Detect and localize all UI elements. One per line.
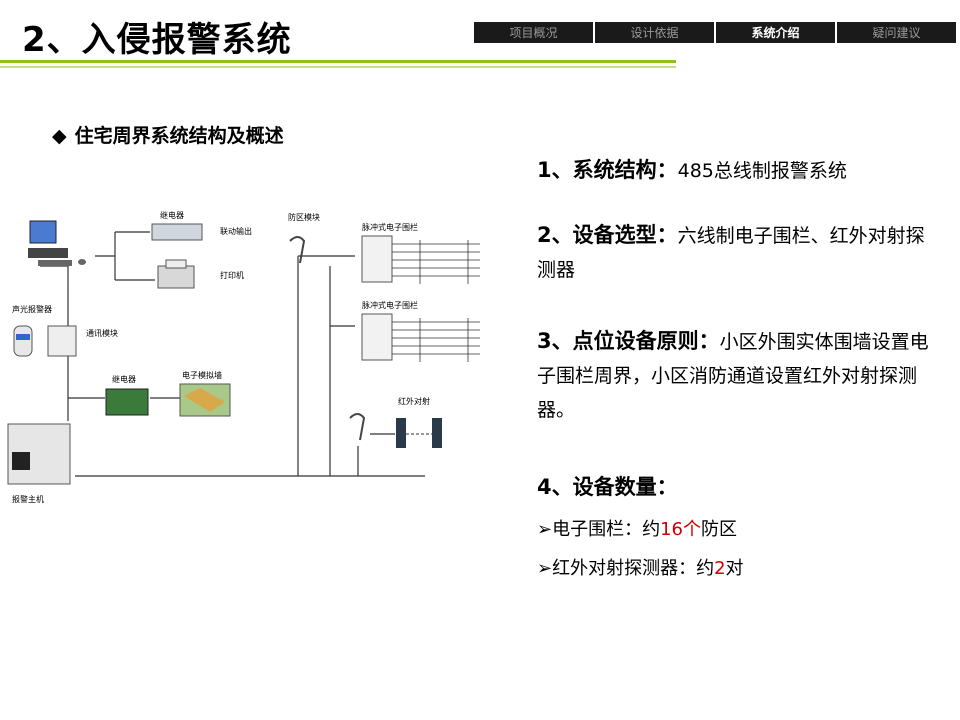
computer-icon bbox=[28, 220, 86, 266]
relay-bottom-label: 继电器 bbox=[112, 374, 136, 384]
relay-board-icon bbox=[105, 388, 149, 416]
quantity-prefix: 电子围栏：约 bbox=[552, 519, 661, 540]
zone-module-label: 防区模块 bbox=[288, 212, 320, 222]
infrared-sensor-icon bbox=[349, 413, 442, 448]
quantity-value: 16个 bbox=[660, 519, 701, 540]
section-subtitle: ◆ 住宅周界系统结构及概述 bbox=[52, 121, 284, 148]
point-text: 485总线制报警系统 bbox=[677, 160, 847, 182]
point-head: 1、系统结构： bbox=[537, 158, 678, 182]
section-subtitle-text: 住宅周界系统结构及概述 bbox=[74, 125, 284, 147]
point-placement-principle: 3、点位设备原则：小区外围实体围墙设置电子围栏周界，小区消防通道设置红外对射探测… bbox=[537, 324, 937, 427]
point-equipment-selection: 2、设备选型：六线制电子围栏、红外对射探测器 bbox=[537, 218, 937, 287]
alarm-host-label: 报警主机 bbox=[12, 494, 44, 504]
siren-icon bbox=[13, 325, 33, 357]
zone-module-icon bbox=[289, 236, 306, 264]
diamond-bullet-icon: ◆ bbox=[52, 125, 67, 147]
diagram-wires bbox=[40, 231, 425, 477]
alarm-host-icon bbox=[7, 423, 71, 485]
point-text: 六线制电子围栏、红外对射探测器 bbox=[537, 225, 925, 281]
tab-system-intro[interactable]: 系统介绍 bbox=[716, 22, 835, 43]
infrared-label: 红外对射 bbox=[398, 396, 430, 406]
header-divider bbox=[0, 60, 676, 63]
tab-project-overview[interactable]: 项目概况 bbox=[474, 22, 593, 43]
arrow-bullet-icon: ➢ bbox=[537, 558, 553, 579]
linkage-output-label: 联动输出 bbox=[220, 226, 252, 236]
relay-top-icon bbox=[151, 223, 203, 241]
relay-top-label: 继电器 bbox=[160, 210, 184, 220]
point-system-structure: 1、系统结构：485总线制报警系统 bbox=[537, 153, 937, 188]
printer-icon bbox=[157, 259, 195, 289]
sound-light-alarm-label: 声光报警器 bbox=[12, 304, 52, 314]
quantity-value: 2 bbox=[714, 558, 726, 579]
top-nav: 项目概况 设计依据 系统介绍 疑问建议 bbox=[474, 22, 956, 43]
quantity-prefix: 红外对射探测器：约 bbox=[552, 558, 715, 579]
quantity-suffix: 防区 bbox=[701, 519, 737, 540]
printer-label: 打印机 bbox=[220, 270, 244, 280]
tab-design-basis[interactable]: 设计依据 bbox=[595, 22, 714, 43]
fence-1-label: 脉冲式电子围栏 bbox=[362, 222, 418, 232]
header-divider-light bbox=[0, 66, 676, 68]
fence-1-icon bbox=[361, 235, 480, 284]
point-head: 2、设备选型： bbox=[537, 223, 678, 247]
fence-2-icon bbox=[361, 313, 480, 362]
quantity-fence: ➢电子围栏：约16个防区 bbox=[537, 515, 737, 541]
electronic-map-icon bbox=[179, 383, 231, 417]
comm-module-icon bbox=[47, 325, 77, 357]
quantity-suffix: 对 bbox=[725, 558, 744, 579]
point-head: 4、设备数量： bbox=[537, 475, 678, 499]
point-head: 3、点位设备原则： bbox=[537, 329, 720, 353]
comm-module-label: 通讯模块 bbox=[86, 328, 118, 338]
arrow-bullet-icon: ➢ bbox=[537, 519, 553, 540]
tab-questions[interactable]: 疑问建议 bbox=[837, 22, 956, 43]
point-text: 小区外围实体围墙设置电子围栏周界，小区消防通道设置红外对射探测器。 bbox=[537, 331, 929, 421]
fence-2-label: 脉冲式电子围栏 bbox=[362, 300, 418, 310]
quantity-infrared: ➢红外对射探测器：约2对 bbox=[537, 554, 744, 580]
system-diagram: 继电器 联动输出 打印机 声光报警器 通讯模块 继电器 电子模拟墙 报警主机 防… bbox=[7, 210, 480, 504]
page-title: 2、入侵报警系统 bbox=[22, 20, 292, 60]
point-equipment-quantity: 4、设备数量： bbox=[537, 470, 937, 505]
electronic-map-label: 电子模拟墙 bbox=[182, 370, 222, 380]
